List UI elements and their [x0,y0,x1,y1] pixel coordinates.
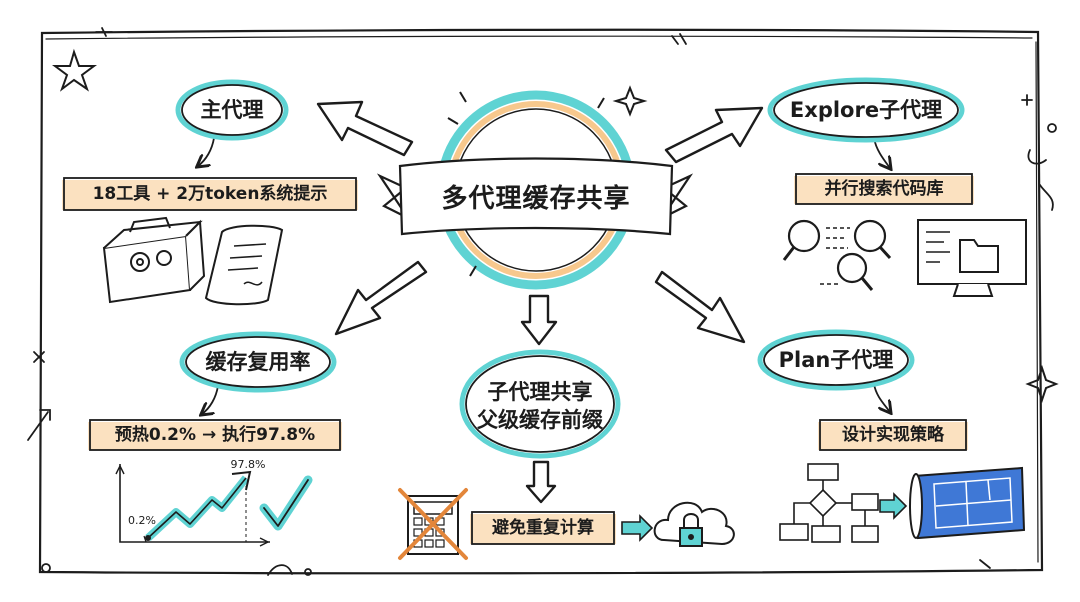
chart-end-label: 97.8% [230,458,266,471]
node-sub-share-line2: 父级缓存前缀 [477,408,603,432]
title-banner [376,157,694,236]
note-main-agent: 18工具 + 2万token系统提示 [92,184,328,204]
note-explore-agent: 并行搜索代码库 [824,179,944,199]
node-sub-share-line1: 子代理共享 [487,380,593,404]
node-main-agent: 主代理 [200,98,264,122]
node-explore-agent: Explore子代理 [789,98,943,122]
oval-sub-share [459,349,621,459]
note-box-sub-share [470,511,616,545]
node-cache-rate: 缓存复用率 [205,350,311,374]
scroll-icon [204,224,284,306]
node-plan-agent: Plan子代理 [778,348,894,372]
calculator-icon [398,488,468,560]
oval-plan-agent [757,329,915,391]
oval-explore-agent [767,77,965,143]
note-sub-share: 避免重复计算 [492,518,594,538]
note-box-plan [818,419,968,451]
monitor-icon [917,219,1027,297]
oval-main-agent [175,79,289,141]
cloud-lock-icon [653,501,735,547]
sparkle-icon [612,85,1059,404]
hollow-arrows [316,100,764,504]
diagram-title: 多代理缓存共享 [441,184,631,214]
note-plan-agent: 设计实现策略 [842,425,944,445]
note-cache-rate: 预热0.2% → 执行97.8% [114,425,316,445]
oval-cache-rate [179,331,337,393]
flowchart-icon [779,463,879,543]
teal-arrow-blueprint [879,492,908,520]
toolbox-icon [102,216,206,304]
note-box-explore [794,173,974,205]
mini-line-chart [115,464,270,547]
doodle-marks [27,27,1057,576]
blueprint-icon [909,466,1026,540]
star-icon [52,48,97,92]
chart-start-label: 0.2% [128,514,156,527]
check-icon [259,475,313,531]
frame-border [38,28,1044,575]
teal-arrow [621,514,654,542]
note-box-main [62,177,358,211]
magnifier-icon [782,219,892,291]
note-box-cache [88,419,342,451]
